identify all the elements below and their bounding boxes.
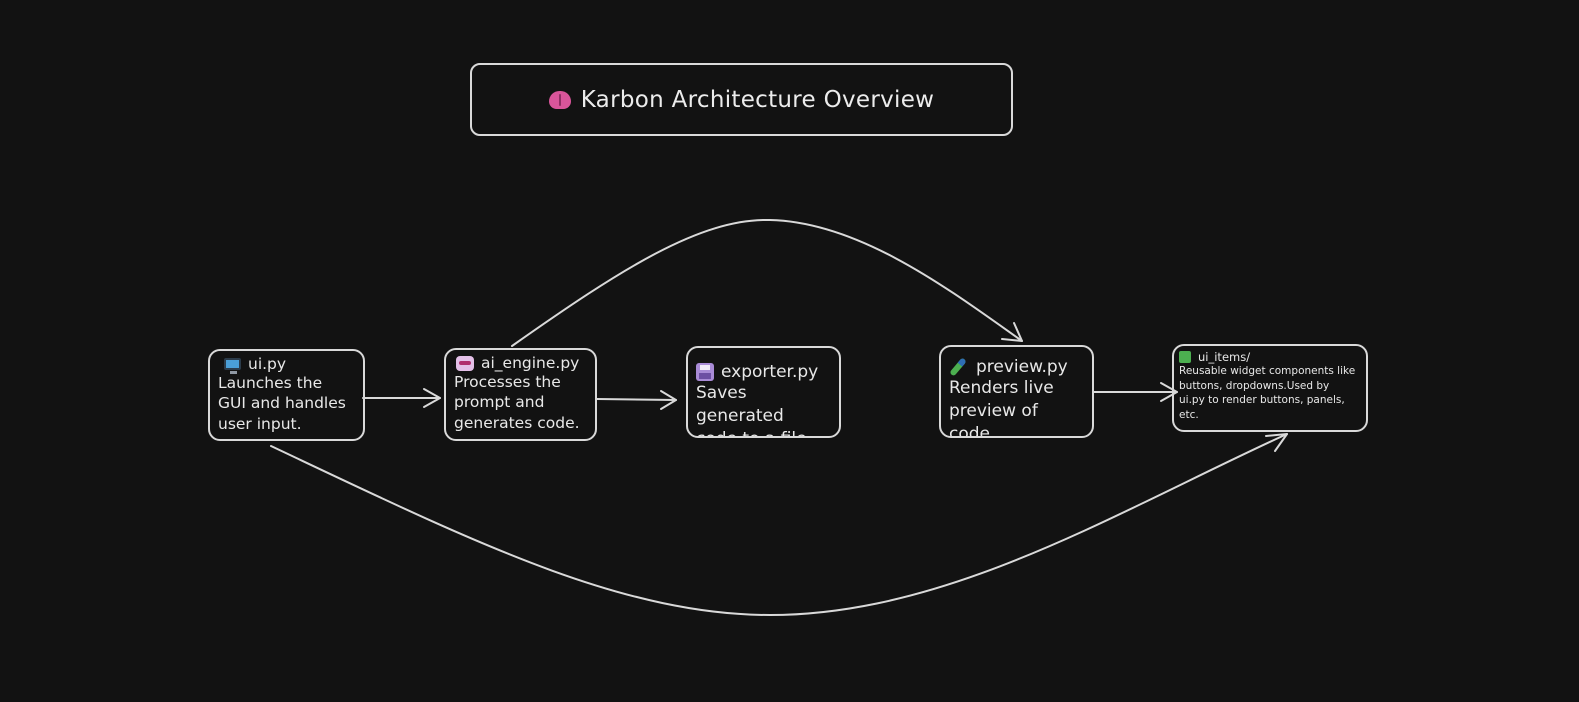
edge-ai-engine-to-preview (511, 218, 1023, 347)
node-exporter-py[interactable]: exporter.py Saves generated code to a fi… (686, 346, 841, 438)
node-exporter-py-description: Saves generated code to a file. (696, 383, 812, 436)
diagram-title: Karbon Architecture Overview (580, 86, 935, 113)
arrowhead-preview (1001, 322, 1023, 342)
monitor-icon (224, 358, 241, 374)
floppy-disk-icon (696, 363, 714, 381)
puzzle-icon (1179, 351, 1191, 363)
arrowhead-exporter (660, 390, 677, 410)
node-ai-engine-py-name: ai_engine.py (481, 354, 580, 372)
node-ui-items[interactable]: ui_items/ Reusable widget components lik… (1172, 344, 1368, 432)
node-ui-items-name: ui_items/ (1198, 350, 1251, 364)
arrowhead-ai-engine (423, 388, 441, 408)
node-ai-engine-py[interactable]: ai_engine.py Processes the prompt and ge… (444, 348, 597, 441)
node-ui-py-description: Launches the GUI and handles user input. (218, 374, 346, 433)
node-ui-py-name: ui.py (248, 355, 287, 373)
diagram-title-box[interactable]: Karbon Architecture Overview (470, 63, 1013, 136)
arrowhead-ui-items-bottom (1265, 433, 1288, 452)
test-tube-icon (949, 357, 967, 377)
node-preview-py-description: Renders live preview of code. (949, 378, 1054, 438)
node-ui-items-description: Reusable widget components like buttons,… (1179, 365, 1356, 422)
robot-icon (456, 355, 474, 371)
brain-icon (548, 90, 571, 109)
node-exporter-py-name: exporter.py (721, 362, 819, 382)
node-ai-engine-py-description: Processes the prompt and generates code. (454, 373, 580, 432)
edge-ui-to-ui-items (270, 433, 1288, 616)
node-preview-py[interactable]: preview.py Renders live preview of code. (939, 345, 1094, 438)
node-preview-py-name: preview.py (976, 357, 1068, 377)
node-ui-py[interactable]: ui.py Launches the GUI and handles user … (208, 349, 365, 441)
edge-ai-engine-to-exporter (596, 398, 677, 401)
